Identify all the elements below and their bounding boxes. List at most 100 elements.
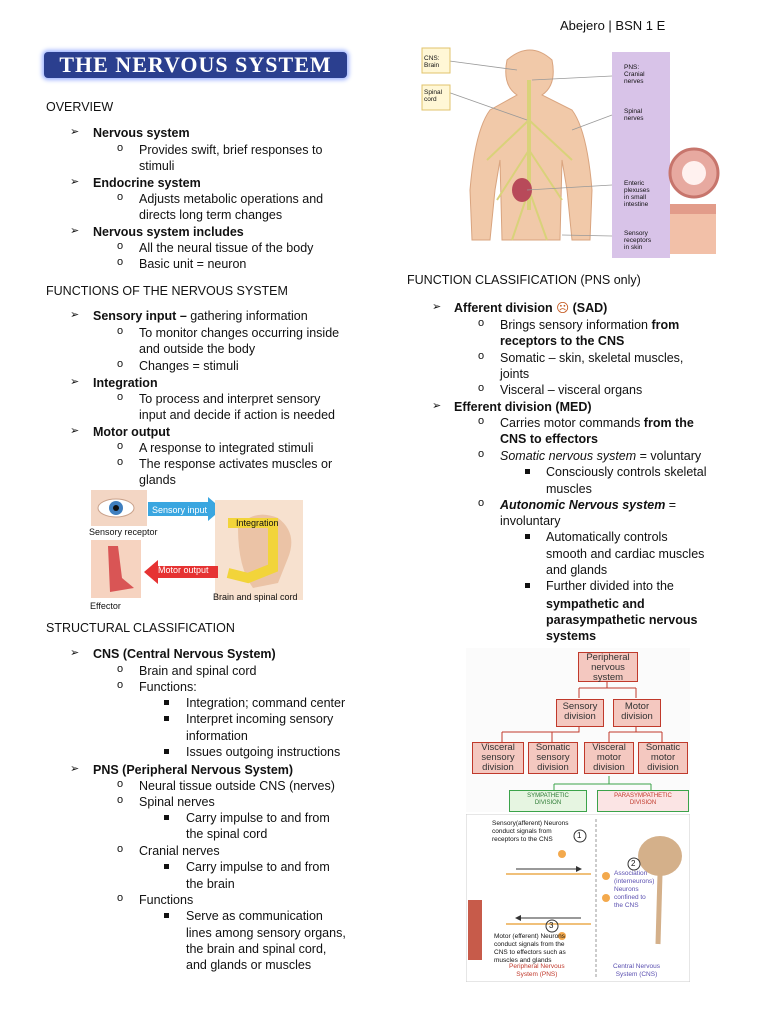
text-span: Carries motor commands [500,416,644,430]
functions-diagram [91,490,303,600]
circle-bullet-icon: o [478,317,485,329]
text-line: parasympathetic nervous [546,613,698,627]
text-line: involuntary [500,514,561,528]
text-line: Spinal nerves [139,795,215,809]
text-line: directs long term changes [139,208,283,222]
spinal-cord-caption: Spinal cord [424,89,443,103]
arrow-bullet-icon: ➢ [70,425,80,437]
text-line: Functions [139,893,194,907]
nervous-system-label: Nervous system [93,126,190,140]
text-line: Further divided into the [546,579,674,593]
text-line: Serve as communication [186,909,323,923]
text-line: systems [546,629,597,643]
afferent-tag: (SAD) [572,301,608,315]
circle-bullet-icon: o [478,497,485,509]
text-span: from [651,318,680,332]
arrow-bullet-icon: ➢ [70,126,80,138]
text-line: Automatically controls [546,530,668,544]
square-bullet-icon [164,700,169,705]
tree-sympathetic-node: SYMPATHETIC DIVISION [509,790,587,812]
square-bullet-icon [164,716,169,721]
text-line: the brain and spinal cord, [186,942,327,956]
text-span: Brings sensory information [500,318,652,332]
square-bullet-icon [164,913,169,918]
efferent-label: Efferent division (MED) [454,400,592,414]
page-title: THE NERVOUS SYSTEM [44,52,347,78]
text-line: lines among sensory organs, [186,926,346,940]
association-neurons-caption: Association (interneurons) Neurons confi… [614,870,655,909]
text-span: = voluntary [636,449,702,463]
body-nervous-diagram [421,47,720,258]
circle-bullet-icon: o [117,892,124,904]
tree-root-node: Peripheral nervous system [578,652,638,683]
text-line: All the neural tissue of the body [139,241,314,255]
tree-parasympathetic-node: PARASYMPATHETIC DIVISION [597,790,689,812]
circle-bullet-icon: o [117,256,124,268]
text-span: from the [643,416,694,430]
text-line: Changes = stimuli [139,359,239,373]
circle-bullet-icon: o [478,350,485,362]
arrow-bullet-icon: ➢ [70,176,80,188]
text-line: To monitor changes occurring inside [139,326,340,340]
circle-bullet-icon: o [117,794,124,806]
text-line: the brain [186,877,235,891]
circle-bullet-icon: o [117,679,124,691]
spinal-nerves-caption: Spinal nerves [624,108,644,122]
square-bullet-icon [164,864,169,869]
step-1-label: 1 [577,831,582,840]
arrow-bullet-icon: ➢ [70,225,80,237]
muscle-image [468,900,482,960]
arrow-bullet-icon: ➢ [70,309,80,321]
pns-caption: Peripheral Nervous System (PNS) [509,963,565,978]
circle-bullet-icon: o [117,142,124,154]
text-line: Brings sensory information from [500,317,679,333]
text-span: Somatic nervous system [500,449,637,463]
circle-bullet-icon: o [117,456,124,468]
text-span: Autonomic Nervous system [500,498,666,512]
text-line: sympathetic and [546,597,645,611]
circle-bullet-icon: o [117,843,124,855]
text-line: input and decide if action is needed [139,408,335,422]
circle-bullet-icon: o [117,325,124,337]
overview-heading: OVERVIEW [46,100,114,114]
step-2-label: 2 [631,859,636,868]
sensory-input-label: Sensory input – [93,309,187,323]
integration-caption: Integration [236,518,279,528]
sensory-neurons-caption: Sensory(afferent) Neurons conduct signal… [492,820,569,843]
circle-bullet-icon: o [117,778,124,790]
circle-bullet-icon: o [117,391,124,403]
text-line: A response to integrated stimuli [139,441,314,455]
text-line: To process and interpret sensory [139,392,321,406]
afferent-item: Afferent division ☹ (SAD) [454,300,607,316]
includes-label: Nervous system includes [93,225,244,239]
motor-output-caption: Motor output [158,565,209,575]
circle-bullet-icon: o [478,415,485,427]
square-bullet-icon [525,534,530,539]
text-line: Brain and spinal cord [139,664,257,678]
text-line: glands [139,473,176,487]
cns-caption: Central Nervous System (CNS) [613,963,660,978]
text-line: Carries motor commands from the [500,415,694,431]
text-line: Interpret incoming sensory [186,712,334,726]
text-line: Somatic nervous system = voluntary [500,448,701,464]
tree-motor-node: Motor division [613,699,661,727]
text-line: The response activates muscles or [139,457,333,471]
text-line: and glands [546,563,608,577]
text-line: Integration; command center [186,696,346,710]
sensory-receptors-caption: Sensory receptors in skin [624,230,652,251]
text-line: Adjusts metabolic operations and [139,192,324,206]
text-line: the spinal cord [186,827,268,841]
circle-bullet-icon: o [478,448,485,460]
square-bullet-icon [164,815,169,820]
motor-neurons-caption: Motor (efferent) Neurons conduct signals… [494,933,566,964]
text-line: Carry impulse to and from [186,811,330,825]
arrow-bullet-icon: ➢ [70,376,80,388]
text-line: stimuli [139,159,175,173]
sensory-input-desc: gathering information [186,309,308,323]
text-line: smooth and cardiac muscles [546,547,705,561]
tree-visceral-sensory-node: Visceral sensory division [472,742,524,774]
structural-heading: STRUCTURAL CLASSIFICATION [46,621,235,635]
text-line: information [186,729,248,743]
square-bullet-icon [164,749,169,754]
text-span: = [665,498,677,512]
